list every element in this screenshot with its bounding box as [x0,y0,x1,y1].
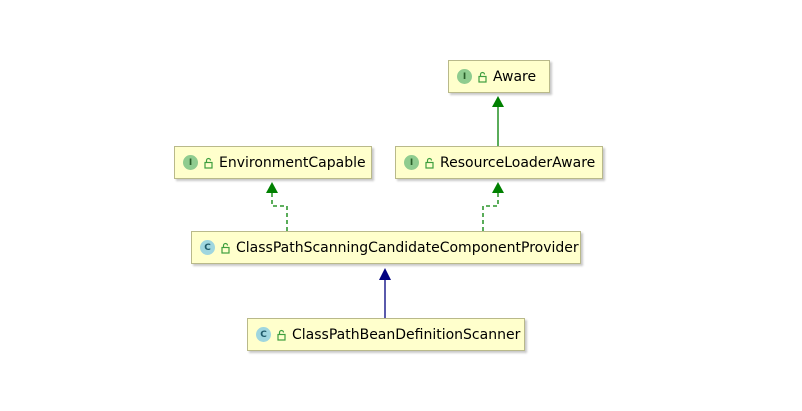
interface-badge-icon: I [404,155,419,170]
class-badge-icon: C [256,327,271,342]
node-aware[interactable]: I Aware [448,60,550,93]
node-classpathbeandefinitionscanner[interactable]: C ClassPathBeanDefinitionScanner [247,318,525,351]
node-label: Aware [493,68,537,85]
edge-provider-to-environmentcapable [266,182,288,231]
edge-provider-to-resourceloaderaware [482,182,504,231]
public-access-icon [478,71,487,83]
interface-badge-icon: I [183,155,198,170]
node-label: ResourceLoaderAware [440,154,596,171]
public-access-icon [221,242,230,254]
public-access-icon [204,157,213,169]
public-access-icon [277,329,286,341]
interface-badge-icon: I [457,69,472,84]
node-label: EnvironmentCapable [219,154,366,171]
node-label: ClassPathBeanDefinitionScanner [292,326,521,343]
class-badge-icon: C [200,240,215,255]
public-access-icon [425,157,434,169]
node-classpathscanningcandidatecomponentprovider[interactable]: C ClassPathScanningCandidateComponentPro… [191,231,581,264]
node-label: ClassPathScanningCandidateComponentProvi… [236,239,579,256]
edge-scanner-to-provider [379,268,391,318]
edge-resourceloaderaware-to-aware [492,96,504,146]
node-environmentcapable[interactable]: I EnvironmentCapable [174,146,372,179]
node-resourceloaderaware[interactable]: I ResourceLoaderAware [395,146,603,179]
